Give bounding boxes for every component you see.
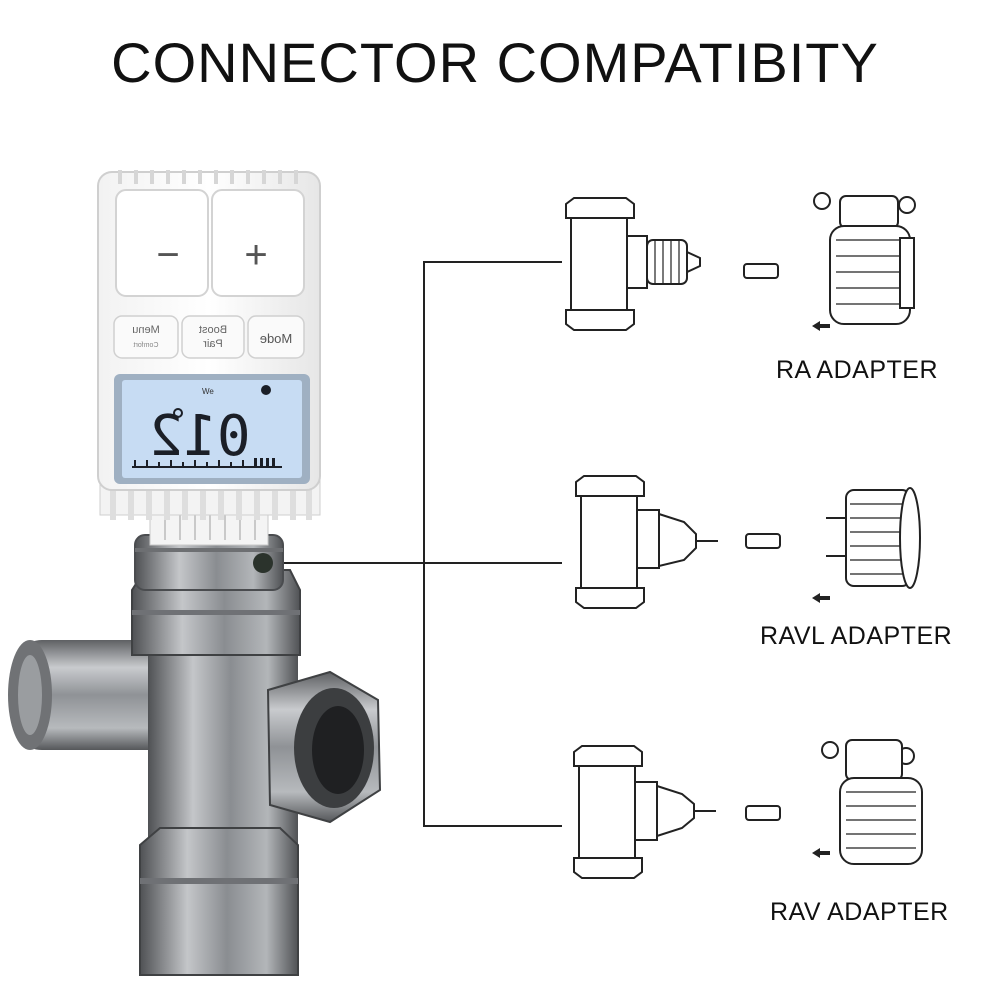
connector-lines xyxy=(282,261,562,827)
plus-button[interactable] xyxy=(211,189,305,297)
rav-adapter-label: RAV ADAPTER xyxy=(770,898,949,926)
plus-label: + xyxy=(244,233,267,277)
ravl-arrow-icon xyxy=(812,593,830,603)
lcd-temperature: 012 xyxy=(149,404,250,469)
flame-icon xyxy=(261,385,271,395)
degree-icon xyxy=(173,408,183,418)
valve-body xyxy=(8,534,382,976)
lcd-screen xyxy=(122,380,302,478)
ra-valve-drawing xyxy=(565,197,779,331)
minus-button[interactable] xyxy=(115,189,209,297)
small-buttons: Menu Comfort Boost Pair Mode xyxy=(113,315,305,359)
boost-label: Boost xyxy=(199,324,227,336)
ra-adapter-drawing xyxy=(813,192,916,325)
mode-button[interactable] xyxy=(247,315,305,359)
thermostat-head: − + Menu Comfort Boost Pair Mode We 012 xyxy=(97,170,321,546)
menu-label: Menu xyxy=(132,324,160,336)
ravl-adapter-label: RAVL ADAPTER xyxy=(760,622,953,650)
page-title: CONNECTOR COMPATIBITY xyxy=(111,31,879,94)
rav-arrow-icon xyxy=(812,848,830,858)
pair-label: Pair xyxy=(203,338,223,350)
ravl-valve-drawing xyxy=(575,475,781,609)
boost-button[interactable] xyxy=(181,315,245,359)
lcd-day: We xyxy=(202,387,214,396)
menu-button[interactable] xyxy=(113,315,179,359)
ra-arrow-icon xyxy=(812,321,830,331)
ravl-adapter-drawing xyxy=(826,487,921,589)
comfort-label: Comfort xyxy=(134,342,159,349)
ra-adapter-label: RA ADAPTER xyxy=(776,356,938,384)
rav-valve-drawing xyxy=(573,745,781,879)
mode-label: Mode xyxy=(260,331,293,346)
rav-adapter-drawing xyxy=(821,739,923,865)
lcd-timeline xyxy=(132,458,282,468)
minus-label: − xyxy=(156,233,179,277)
